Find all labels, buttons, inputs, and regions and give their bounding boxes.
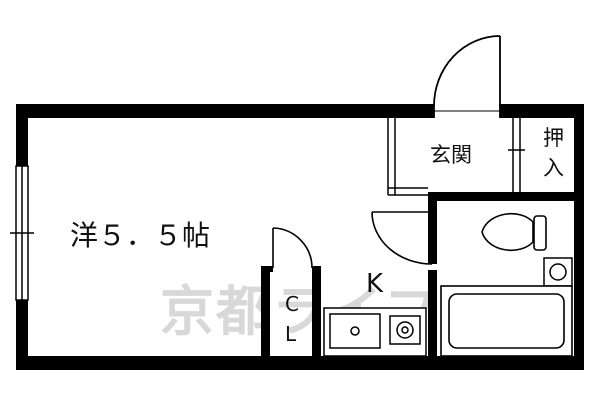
cl-label-top: C xyxy=(285,292,299,316)
window xyxy=(10,165,34,301)
western-room-label: 洋５．５帖 xyxy=(70,219,210,252)
entrance-walls xyxy=(387,118,525,196)
closet-door xyxy=(272,227,313,269)
bathtub xyxy=(440,285,573,357)
bathroom-door xyxy=(371,211,433,265)
entrance-label: 玄関 xyxy=(430,143,472,167)
bathroom-sink xyxy=(543,257,573,287)
closet-label-bottom: 入 xyxy=(543,156,564,180)
toilet xyxy=(481,213,547,251)
kitchen-counter xyxy=(323,307,427,357)
entrance-door xyxy=(433,35,501,118)
closet-label-top: 押 xyxy=(543,126,564,150)
cl-label-bottom: L xyxy=(285,322,297,346)
kitchen-label: K xyxy=(366,269,384,299)
walls xyxy=(16,104,584,370)
